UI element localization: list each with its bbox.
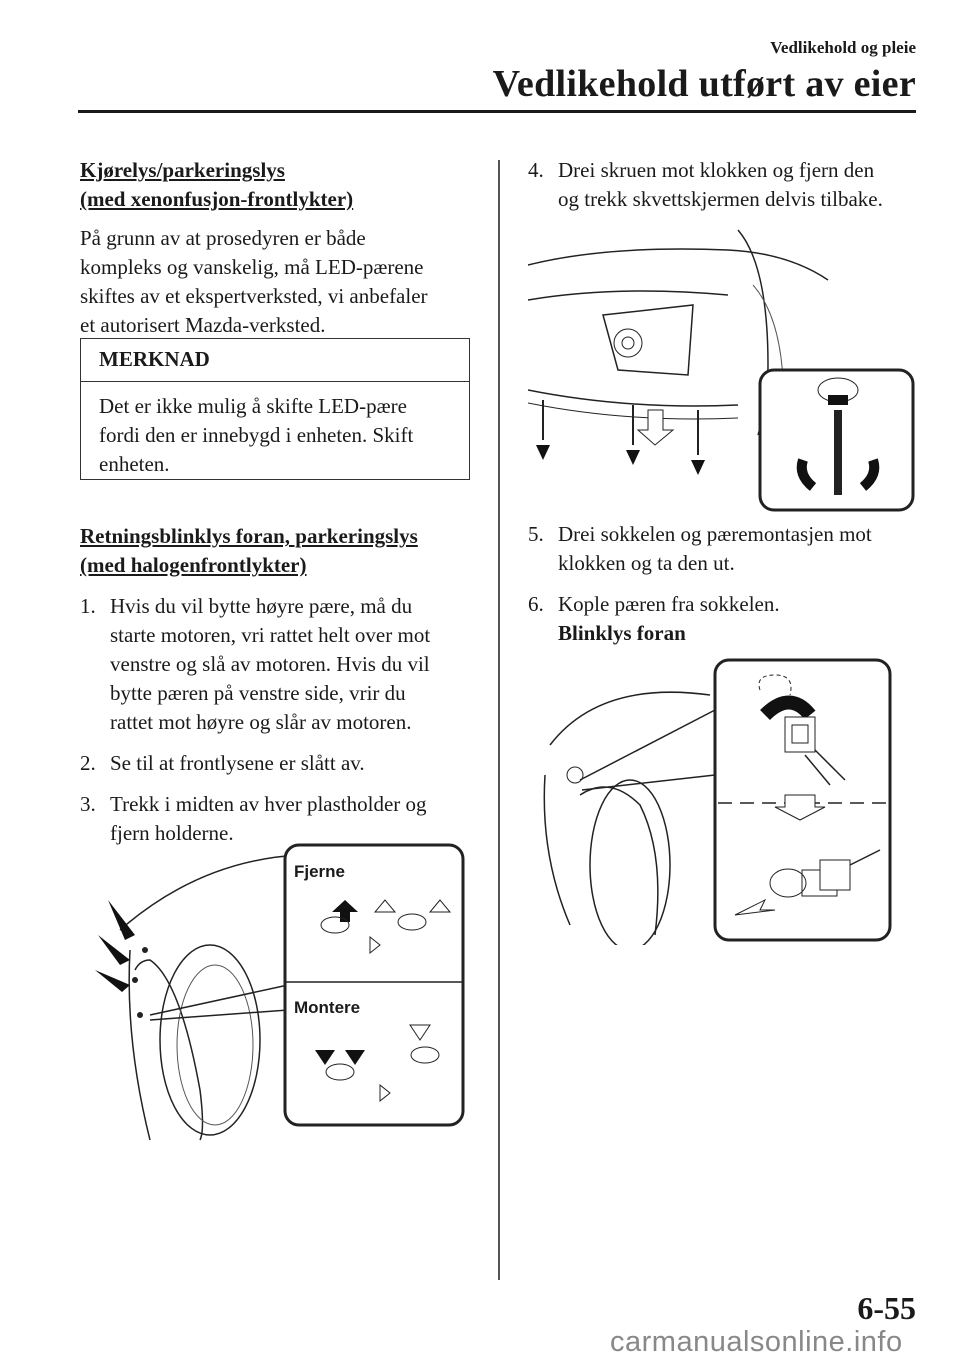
heading-line: Retningsblinklys foran, parkeringslys <box>80 524 418 548</box>
label-install: Montere <box>294 998 361 1017</box>
page-title: Vedlikehold utført av eier <box>492 63 916 105</box>
text-line: Det er ikke mulig å skifte LED-pære <box>99 394 407 418</box>
text-line: enheten. <box>99 452 170 476</box>
note-box: MERKNAD Det er ikke mulig å skifte LED-p… <box>80 338 470 480</box>
figure-screw-removal <box>527 225 918 515</box>
bulb-socket-illustration <box>543 658 892 951</box>
section-heading-drl: Kjørelys/parkeringslys (med xenonfusjon-… <box>80 156 480 214</box>
text-line: fordi den er innebygd i enheten. Skift <box>99 423 414 447</box>
text-line: venstre og slå av motoren. Hvis du vil <box>110 652 430 676</box>
text-line: Kople pæren fra sokkelen. <box>558 592 780 616</box>
step-number: 4. <box>528 158 544 182</box>
watermark: carmanualsonline.info <box>610 1326 903 1358</box>
text-line: klokken og ta den ut. <box>558 551 735 575</box>
text-line: Se til at frontlysene er slått av. <box>110 751 365 775</box>
text-line: På grunn av at prosedyren er både <box>80 226 366 250</box>
left-column-steps: Retningsblinklys foran, parkeringslys (m… <box>80 522 480 848</box>
step-number: 2. <box>80 751 96 775</box>
label-remove: Fjerne <box>294 862 346 881</box>
step-4: 4. Drei skruen mot klokken og fjern den … <box>528 156 928 214</box>
step-number: 5. <box>528 522 544 546</box>
step-2: 2. Se til at frontlysene er slått av. <box>80 749 480 778</box>
splash-guard-illustration <box>527 229 915 512</box>
step-number: 3. <box>80 792 96 816</box>
heading-line: (med halogenfrontlykter) <box>80 553 307 577</box>
text-line: bytte pæren på venstre side, vrir du <box>110 681 406 705</box>
text-line: Trekk i midten av hver plastholder og <box>110 792 427 816</box>
text-line: skiftes av et ekspertverksted, vi anbefa… <box>80 284 428 308</box>
column-divider <box>498 160 500 1280</box>
right-column-step4: 4. Drei skruen mot klokken og fjern den … <box>528 156 928 214</box>
text-line: Drei sokkelen og pæremontasjen mot <box>558 522 872 546</box>
header-rule <box>78 110 916 113</box>
paragraph: På grunn av at prosedyren er både komple… <box>80 224 480 340</box>
step-number: 1. <box>80 594 96 618</box>
page-number: 6-55 <box>857 1290 916 1326</box>
text-line: rattet mot høyre og slår av motoren. <box>110 710 412 734</box>
heading-line: Kjørelys/parkeringslys <box>80 158 285 182</box>
step-6: 6. Kople pæren fra sokkelen. Blinklys fo… <box>528 590 928 648</box>
right-column-steps: 5. Drei sokkelen og pæremontasjen mot kl… <box>528 520 928 648</box>
step-number: 6. <box>528 592 544 616</box>
note-title: MERKNAD <box>81 339 469 382</box>
section-heading-turn-signal: Retningsblinklys foran, parkeringslys (m… <box>80 522 480 580</box>
heading-line: (med xenonfusjon-frontlykter) <box>80 187 354 211</box>
text-line: fjern holderne. <box>110 821 234 845</box>
text-line: kompleks og vanskelig, må LED-pærene <box>80 255 424 279</box>
figure-bulb-removal <box>540 655 900 951</box>
left-column: Kjørelys/parkeringslys (med xenonfusjon-… <box>80 156 480 340</box>
text-line: Drei skruen mot klokken og fjern den <box>558 158 875 182</box>
sub-heading-front-turn-signal: Blinklys foran <box>558 621 686 645</box>
text-line: et autorisert Mazda-verksted. <box>80 313 326 337</box>
step-3: 3. Trekk i midten av hver plastholder og… <box>80 790 480 848</box>
header-section: Vedlikehold og pleie <box>770 38 916 57</box>
text-line: og trekk skvettskjermen delvis tilbake. <box>558 187 883 211</box>
step-1: 1. Hvis du vil bytte høyre pære, må du s… <box>80 592 480 737</box>
note-body: Det er ikke mulig å skifte LED-pære ford… <box>81 382 469 489</box>
step-5: 5. Drei sokkelen og pæremontasjen mot kl… <box>528 520 928 578</box>
text-line: starte motoren, vri rattet helt over mot <box>110 623 431 647</box>
clip-removal-illustration <box>95 843 465 1141</box>
figure-clip-removal: Fjerne Montere <box>90 840 470 1160</box>
text-line: Hvis du vil bytte høyre pære, må du <box>110 594 413 618</box>
